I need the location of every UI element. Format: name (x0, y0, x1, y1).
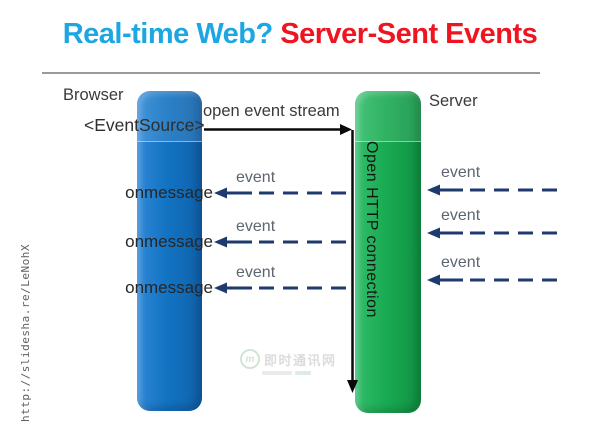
browser-lifeline-bar (137, 91, 202, 411)
event-label-left-2: event (236, 218, 276, 235)
open-stream-arrow (204, 124, 352, 135)
event-label-left-1: event (236, 169, 276, 186)
onmessage-label-1: onmessage (125, 183, 213, 202)
http-connection-label: Open HTTP connection (363, 141, 380, 318)
browser-bar-cap (137, 91, 202, 142)
server-lifeline-bar (355, 91, 421, 413)
open-stream-label: open event stream (203, 102, 340, 120)
event-arrow-left-2 (214, 236, 352, 248)
event-arrow-right-3 (427, 274, 558, 286)
event-label-left-3: event (236, 264, 276, 281)
watermark: m 即时通讯网 (240, 349, 337, 375)
eventsource-label: <EventSource> (84, 115, 205, 135)
event-arrow-left-3 (214, 282, 352, 294)
watermark-subline (262, 371, 337, 375)
event-arrow-right-1 (427, 184, 558, 196)
event-label-right-2: event (441, 207, 481, 224)
event-label-right-3: event (441, 254, 481, 271)
event-arrow-right-2 (427, 227, 558, 239)
source-url: http://slidesha.re/LeNohX (19, 243, 32, 423)
title-question: Real-time Web? (62, 18, 274, 50)
onmessage-label-2: onmessage (125, 232, 213, 251)
title-topic: Server-Sent Events (280, 18, 538, 50)
watermark-logo-icon: m (240, 349, 260, 369)
server-bar-cap (355, 91, 421, 142)
event-label-right-1: event (441, 164, 481, 181)
event-arrow-left-1 (214, 187, 352, 199)
watermark-text: 即时通讯网 (264, 352, 337, 368)
slide-title: Real-time Web? Server-Sent Events (0, 18, 600, 51)
server-label: Server (429, 92, 478, 110)
browser-label: Browser (63, 86, 124, 104)
onmessage-label-3: onmessage (125, 278, 213, 297)
title-divider (42, 72, 540, 74)
